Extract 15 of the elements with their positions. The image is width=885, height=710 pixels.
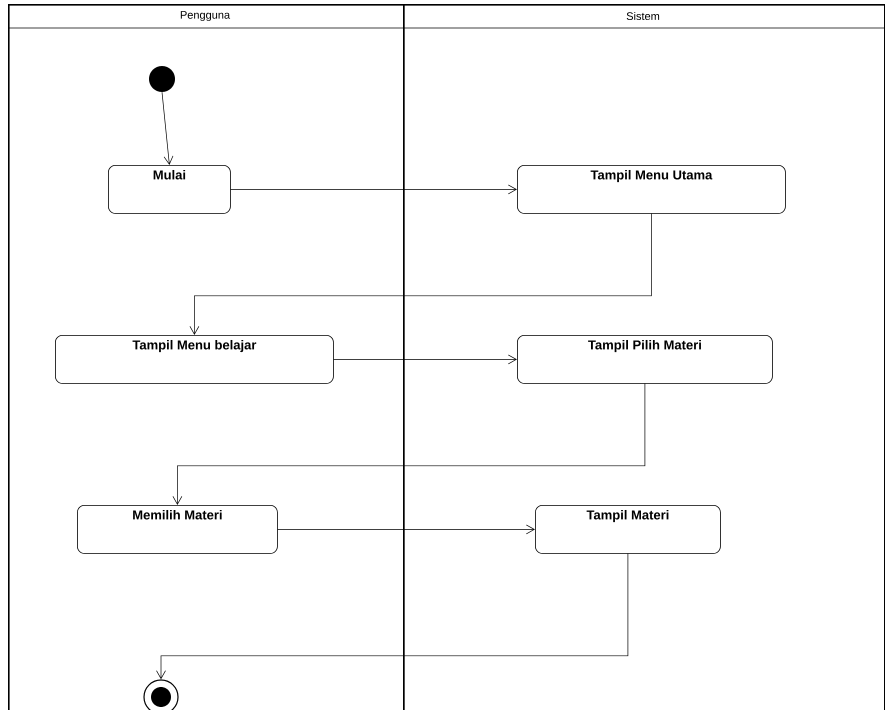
action-box: Tampil Materi (535, 505, 721, 554)
arrow (230, 184, 517, 194)
arrow (156, 553, 628, 680)
action-box: Memilih Materi (77, 505, 278, 554)
start-node (149, 66, 175, 92)
arrow (162, 92, 174, 165)
arrow (190, 213, 652, 335)
arrow (277, 524, 535, 534)
action-box: Mulai (108, 165, 231, 214)
arrow (172, 383, 646, 505)
arrow (333, 354, 517, 364)
action-box: Tampil Menu Utama (517, 165, 786, 214)
action-box: Tampil Pilih Materi (517, 335, 773, 384)
end-node (143, 679, 179, 710)
action-box: Tampil Menu belajar (55, 335, 334, 384)
